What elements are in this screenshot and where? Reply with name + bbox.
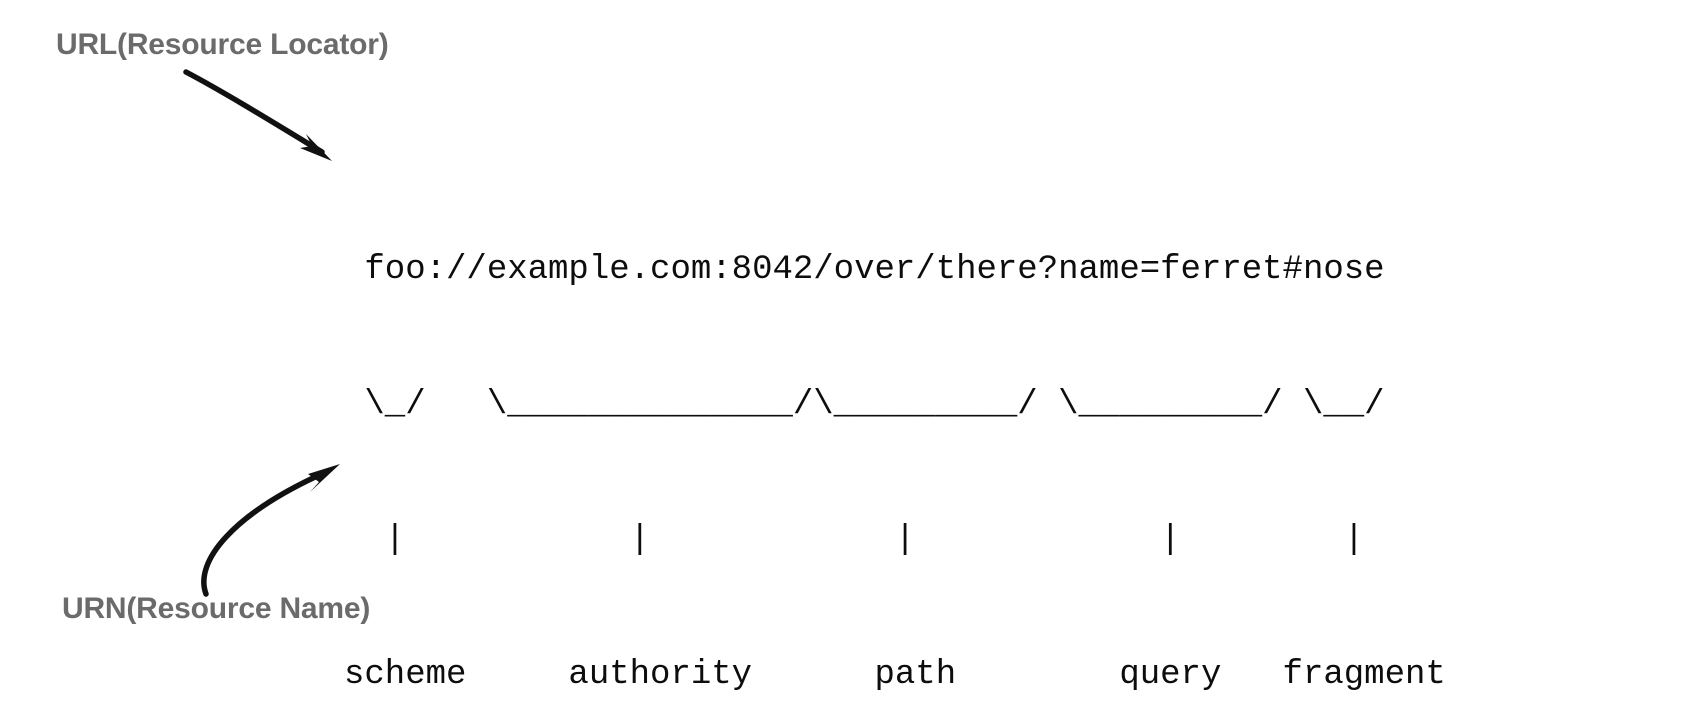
uri-component-labels-line: scheme authority path query fragment xyxy=(344,656,1446,694)
url-callout-arrow-icon xyxy=(183,69,332,161)
url-callout-label: URL(Resource Locator) xyxy=(56,28,389,61)
uri-url-brackets-line: \_/ \______________/\_________/ \_______… xyxy=(344,386,1385,424)
uri-url-line: foo://example.com:8042/over/there?name=f… xyxy=(344,251,1385,289)
urn-callout-arrow-icon xyxy=(201,464,340,597)
uri-url-stems-line: | | | | | xyxy=(344,521,1365,559)
urn-callout-label: URN(Resource Name) xyxy=(62,592,371,625)
uri-ascii-diagram: foo://example.com:8042/over/there?name=f… xyxy=(344,158,1446,714)
